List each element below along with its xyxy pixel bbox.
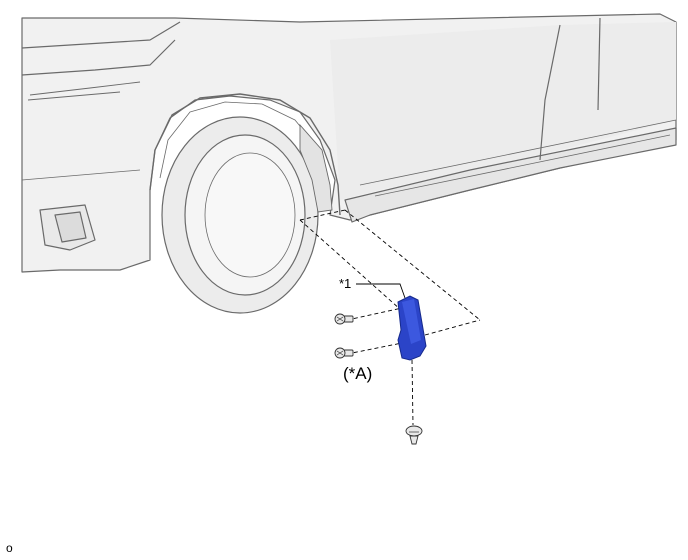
vehicle-body [21, 13, 677, 273]
screw-lower [334, 347, 354, 359]
clip [405, 425, 423, 445]
part-label-1: *1 [339, 276, 352, 291]
front-wheel [161, 116, 319, 314]
mudguard-piece [397, 295, 427, 361]
part-label-leader [356, 283, 406, 299]
fender-liner [299, 123, 333, 213]
screw-upper [334, 313, 354, 325]
note-label-a: (*A) [343, 364, 373, 383]
assembly-leader-lines [299, 209, 481, 426]
corner-code: o [6, 541, 13, 555]
